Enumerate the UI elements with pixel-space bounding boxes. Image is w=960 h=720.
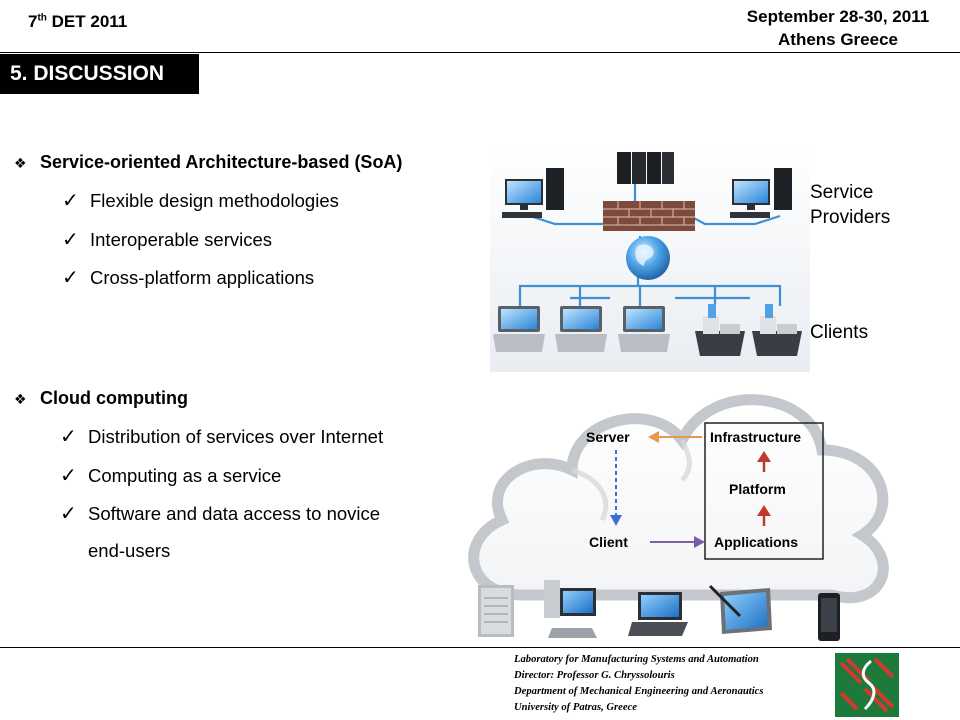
conference-date-location: September 28-30, 2011 Athens Greece <box>728 5 948 51</box>
bullet-cloud: ❖ Cloud computing <box>14 388 188 409</box>
server-rack-icon <box>617 152 674 184</box>
clients-label: Clients <box>810 322 869 343</box>
checkmark-icon: ✓ <box>62 267 79 289</box>
diamond-bullet-icon: ❖ <box>14 155 27 171</box>
arrow-platform-to-infrastructure <box>757 451 771 472</box>
laptop-icon <box>628 592 688 636</box>
checkmark-icon: ✓ <box>60 426 77 448</box>
arrow-client-to-applications <box>650 536 705 548</box>
checkmark-icon: ✓ <box>60 503 77 525</box>
conference-label: 7th DET 2011 <box>28 12 128 31</box>
node-client: Client <box>589 534 628 550</box>
conference-location: Athens Greece <box>778 30 898 49</box>
node-infrastructure: Infrastructure <box>710 429 802 445</box>
footer-affiliation: Laboratory for Manufacturing Systems and… <box>514 654 764 713</box>
list-item-continuation: end-users <box>88 540 171 561</box>
tablet-icon <box>708 584 772 634</box>
bullet-soa-title: Service-oriented Architecture-based (SoA… <box>40 152 403 172</box>
bullet-soa: ❖ Service-oriented Architecture-based (So… <box>14 152 402 173</box>
desktop-computer-icon <box>502 168 564 218</box>
conference-date: September 28-30, 2011 <box>746 7 930 26</box>
checkmark-icon: ✓ <box>62 229 79 251</box>
arrow-server-to-client <box>610 450 622 526</box>
tower-server-icon <box>478 585 514 637</box>
section-title: 5. DISCUSSION <box>0 54 199 94</box>
desktop-computer-icon <box>730 168 792 218</box>
network-links <box>518 184 782 306</box>
desk-phone-icon <box>752 304 802 356</box>
globe-icon <box>626 236 670 280</box>
firewall-icon <box>603 201 695 231</box>
checkmark-icon: ✓ <box>60 465 77 487</box>
list-item: ✓Software and data access to novice <box>60 503 381 525</box>
list-item: ✓Cross-platform applications <box>62 267 315 289</box>
desk-phone-icon <box>695 304 745 356</box>
laptop-icon <box>493 306 545 352</box>
laptop-icon <box>618 306 670 352</box>
node-applications: Applications <box>714 534 799 550</box>
lms-logo <box>835 653 899 717</box>
laptop-icon <box>555 306 607 352</box>
list-item: ✓Computing as a service <box>60 465 282 487</box>
node-platform: Platform <box>729 481 786 497</box>
diamond-bullet-icon: ❖ <box>14 391 27 407</box>
list-item: ✓Flexible design methodologies <box>62 190 339 212</box>
network-illustration <box>490 146 810 372</box>
arrow-infrastructure-to-server <box>648 431 702 443</box>
footer-divider <box>0 647 960 648</box>
checkmark-icon: ✓ <box>62 190 79 212</box>
list-item: ✓Interoperable services <box>62 229 273 251</box>
desktop-pc-icon <box>544 580 597 638</box>
list-item: ✓Distribution of services over Internet <box>60 426 384 448</box>
service-providers-label: Service Providers <box>810 182 891 228</box>
cloud-computing-diagram <box>468 394 889 641</box>
cloud-shape <box>468 394 889 604</box>
arrow-applications-to-platform <box>757 505 771 526</box>
bullet-cloud-title: Cloud computing <box>40 388 188 408</box>
service-stack-box <box>704 422 824 560</box>
header-divider <box>0 52 960 53</box>
node-server: Server <box>586 429 630 445</box>
smartphone-icon <box>818 593 840 641</box>
